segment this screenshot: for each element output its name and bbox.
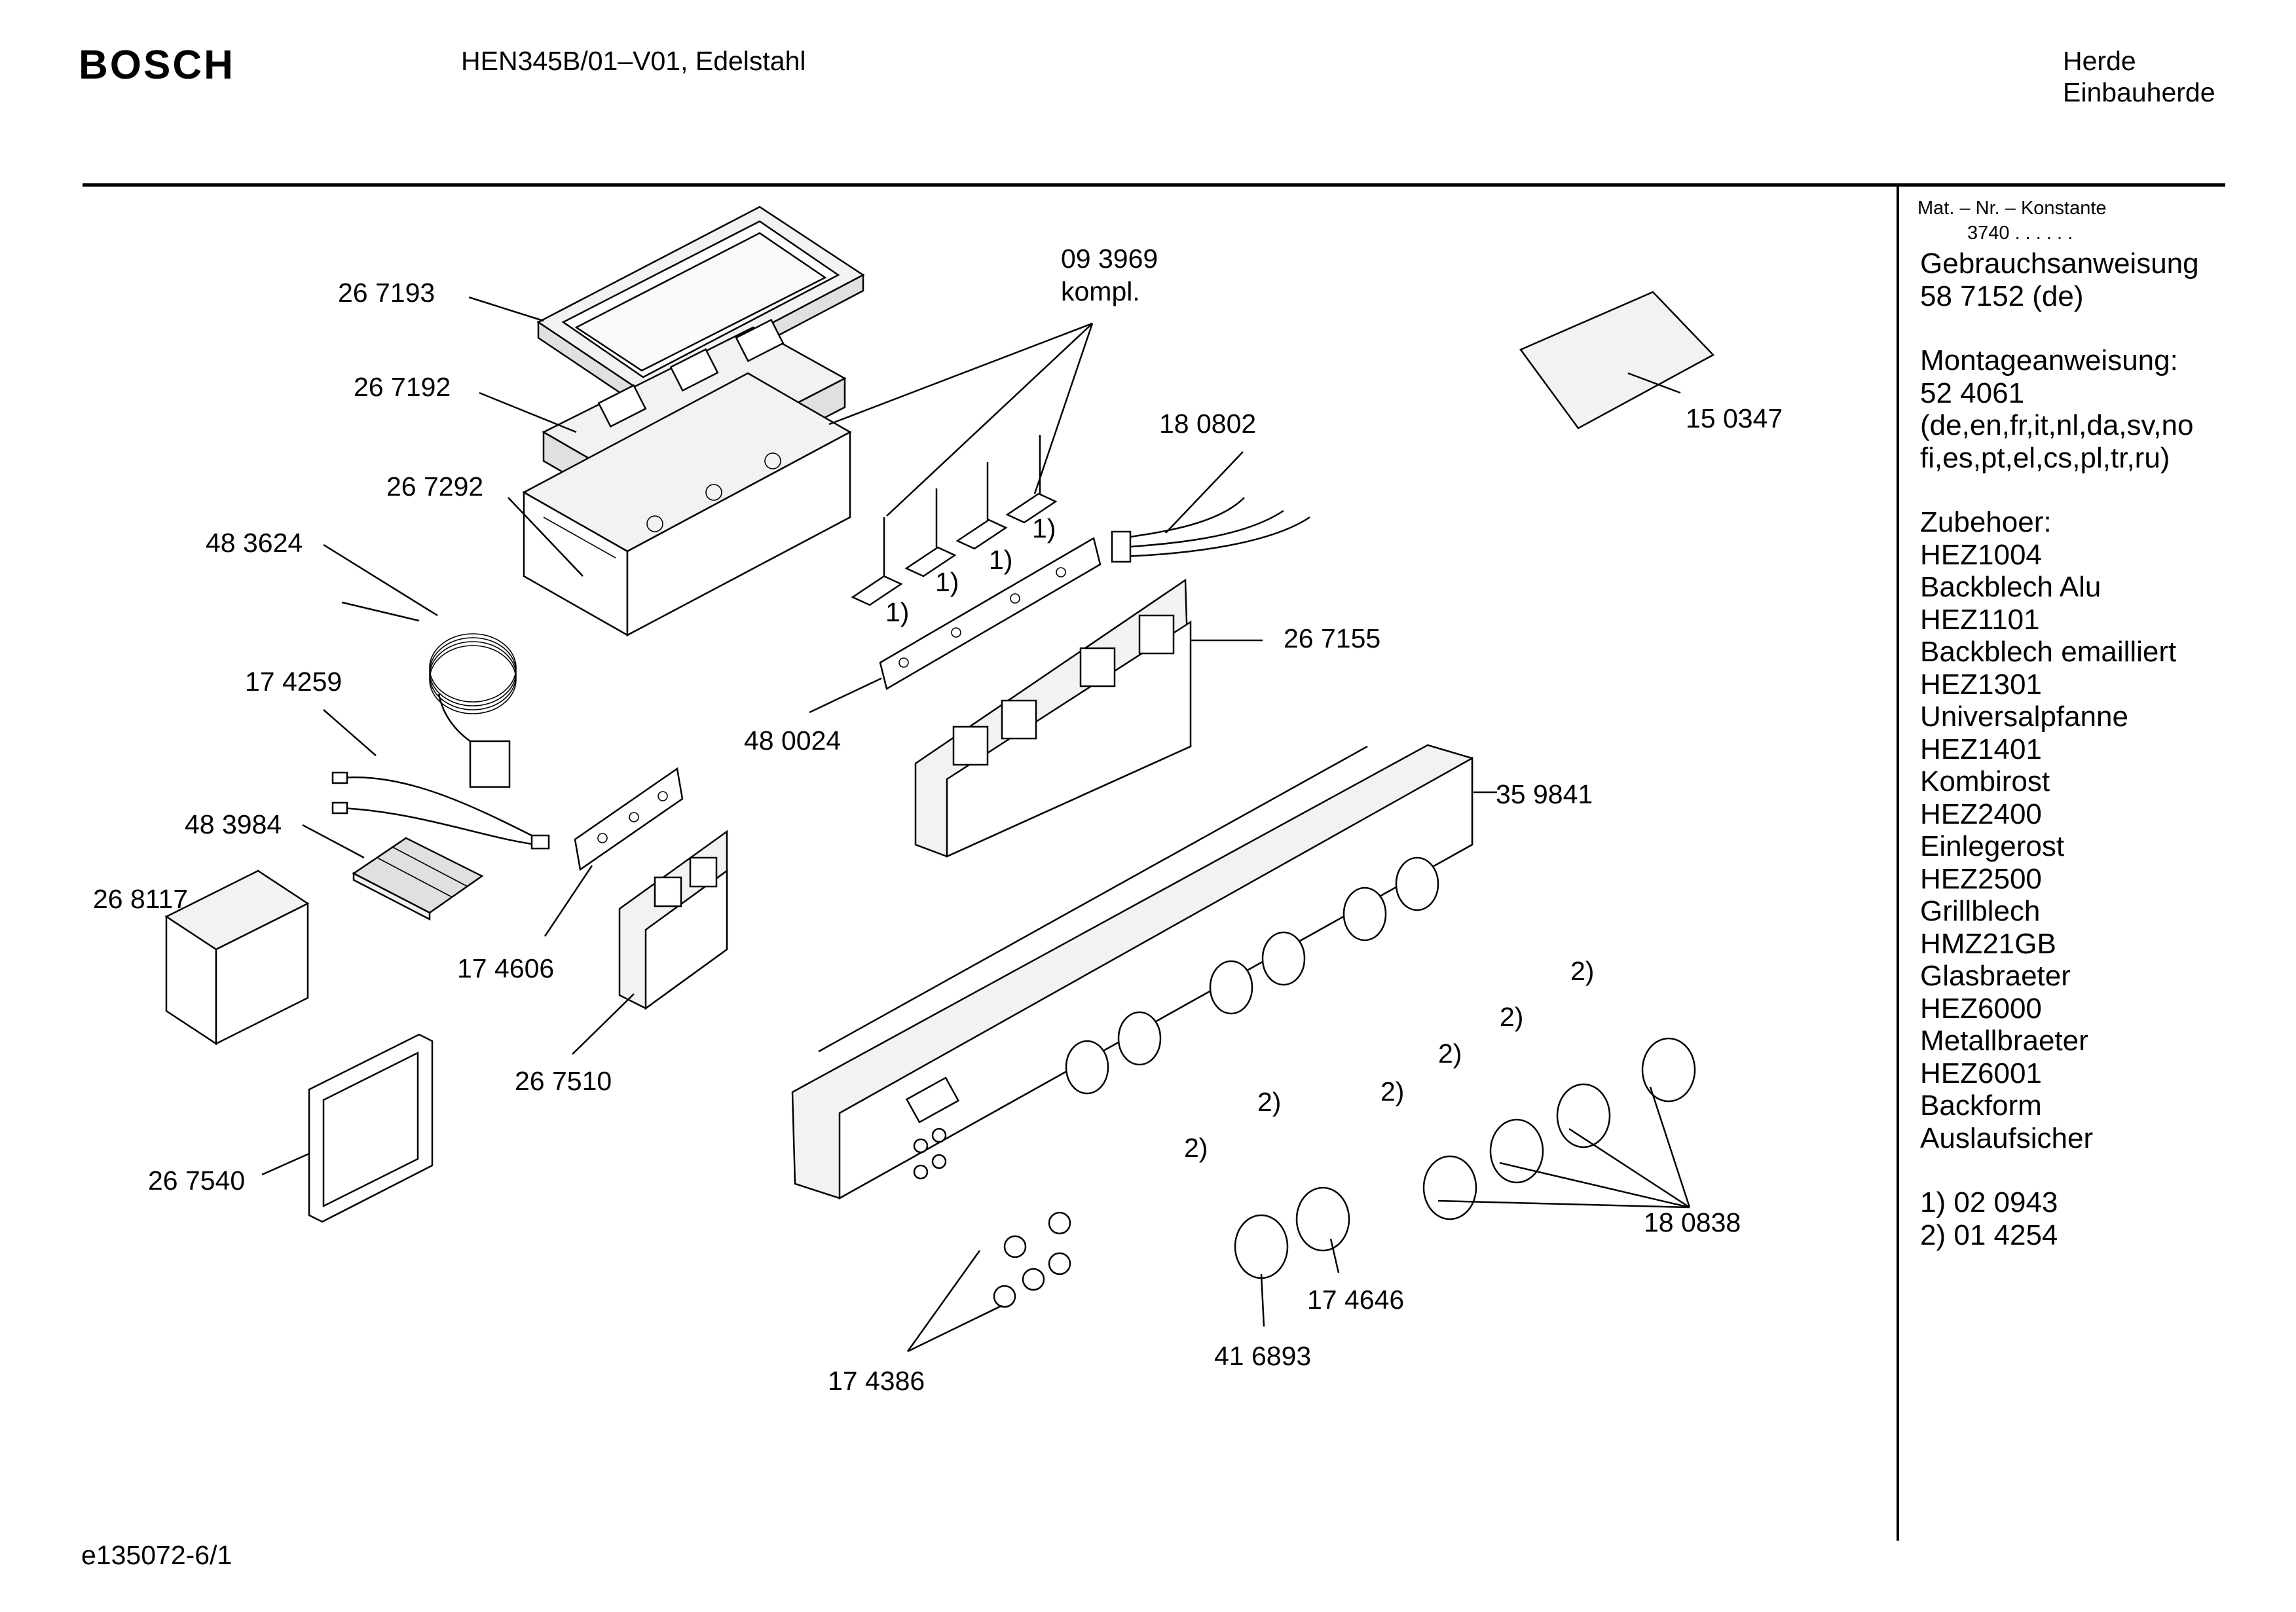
sidebar-line: HEZ1301	[1920, 668, 2042, 701]
part-label-26-7292: 26 7292	[386, 471, 484, 502]
category-label: Herde	[2063, 46, 2136, 76]
footnote-marker-2: 2)	[1257, 1087, 1282, 1117]
part-contact-strip	[880, 538, 1100, 689]
document-id: e135072-6/1	[81, 1540, 232, 1570]
brand-logo: BOSCH	[79, 43, 235, 88]
part-screw-bag	[1521, 292, 1713, 428]
part-label-15-0347: 15 0347	[1686, 403, 1783, 433]
sidebar-line: Gebrauchsanweisung	[1920, 247, 2199, 280]
sidebar-line: Montageanweisung:	[1920, 344, 2178, 376]
part-small-switch-block	[620, 832, 727, 1008]
footnote-marker-2: 2)	[1438, 1038, 1462, 1069]
sidebar-line: Grillblech	[1920, 895, 2041, 927]
part-control-panel	[792, 745, 1472, 1198]
part-label-41-6893: 41 6893	[1214, 1341, 1312, 1371]
part-label-48-3984: 48 3984	[185, 809, 282, 839]
sidebar-line: HEZ6000	[1920, 992, 2042, 1025]
sidebar-line: Metallbraeter	[1920, 1025, 2088, 1057]
mat-nr-label: Mat. – Nr. – Konstante	[1917, 198, 2107, 219]
footnote-marker-2: 2)	[1380, 1076, 1405, 1107]
part-thermal-sensor	[342, 602, 516, 787]
part-mounting-strip	[575, 769, 682, 870]
part-cable-loom	[333, 773, 549, 849]
part-selector-switch	[354, 838, 482, 919]
part-label-26-7193: 26 7193	[338, 278, 435, 308]
part-frame-bracket	[309, 1035, 432, 1222]
footnote-marker-1: 1)	[885, 597, 910, 627]
part-label-17-4606: 17 4606	[457, 953, 555, 983]
sidebar-line: fi,es,pt,el,cs,pl,tr,ru)	[1920, 441, 2170, 474]
part-label-09-3969: 09 3969	[1061, 244, 1158, 274]
sidebar-line: HEZ1401	[1920, 733, 2042, 765]
sidebar-line: Kombirost	[1920, 765, 2050, 797]
leader-lines	[262, 297, 1690, 1351]
sidebar-line: 52 4061	[1920, 376, 2025, 409]
sidebar-line: 2) 01 4254	[1920, 1218, 2058, 1251]
sidebar-line: Backblech Alu	[1920, 571, 2102, 603]
part-label-18-0802: 18 0802	[1159, 409, 1257, 439]
part-knobs	[1235, 1038, 1695, 1278]
part-switch-block	[916, 580, 1191, 856]
sidebar-line: Glasbraeter	[1920, 960, 2071, 992]
sidebar-line: Universalpfanne	[1920, 701, 2128, 733]
part-label-18-0838: 18 0838	[1644, 1207, 1741, 1237]
part-label-26-7155: 26 7155	[1284, 623, 1381, 653]
sidebar-line: HMZ21GB	[1920, 927, 2056, 960]
sidebar-line: HEZ1101	[1920, 603, 2040, 636]
sidebar-line: Auslaufsicher	[1920, 1122, 2094, 1154]
model-title: HEN345B/01–V01, Edelstahl	[461, 46, 806, 76]
part-label-35-9841: 35 9841	[1496, 779, 1593, 809]
footnote-marker-2: 2)	[1184, 1133, 1208, 1163]
part-label-17-4386: 17 4386	[828, 1366, 925, 1396]
sidebar-line: 1) 02 0943	[1920, 1186, 2058, 1218]
sidebar-line: HEZ2500	[1920, 862, 2042, 895]
sidebar-line: Backform	[1920, 1090, 2042, 1122]
footnote-marker-2: 2)	[1500, 1002, 1524, 1032]
sidebar-line: HEZ6001	[1920, 1057, 2042, 1090]
part-label-48-3624: 48 3624	[206, 528, 303, 558]
footnote-marker-1: 1)	[989, 545, 1013, 575]
part-micro-switches	[853, 435, 1056, 605]
part-label-26-8117: 26 8117	[93, 884, 189, 914]
sidebar-line: Einlegerost	[1920, 830, 2065, 862]
part-cable-18-0802	[1112, 498, 1310, 562]
part-mounting-bracket	[166, 871, 308, 1044]
sidebar-line: Backblech emailliert	[1920, 636, 2177, 668]
footnote-marker-1: 1)	[1032, 513, 1056, 543]
subcategory-label: Einbauherde	[2063, 77, 2215, 107]
header-divider	[83, 183, 2225, 187]
sidebar-line: 58 7152 (de)	[1920, 280, 2084, 312]
part-label-kompl: kompl.	[1061, 276, 1140, 306]
part-label-17-4646: 17 4646	[1307, 1285, 1405, 1315]
part-label-26-7510: 26 7510	[515, 1066, 612, 1096]
part-label-48-0024: 48 0024	[744, 725, 842, 756]
sidebar-line: HEZ1004	[1920, 538, 2042, 571]
part-label-17-4259: 17 4259	[245, 667, 343, 697]
sidebar-line: Zubehoer:	[1920, 506, 2052, 538]
part-label-26-7540: 26 7540	[148, 1165, 246, 1196]
part-housing	[524, 373, 850, 635]
sidebar-line: (de,en,fr,it,nl,da,sv,no	[1920, 409, 2194, 441]
part-label-26-7192: 26 7192	[354, 372, 451, 402]
mat-nr-value: 3740 . . . . . .	[1967, 223, 2073, 244]
part-small-knobs	[994, 1213, 1070, 1307]
sidebar-line: HEZ2400	[1920, 797, 2042, 830]
sidebar-divider	[1897, 185, 1899, 1541]
footnote-marker-1: 1)	[935, 567, 959, 597]
footnote-marker-2: 2)	[1570, 956, 1595, 986]
